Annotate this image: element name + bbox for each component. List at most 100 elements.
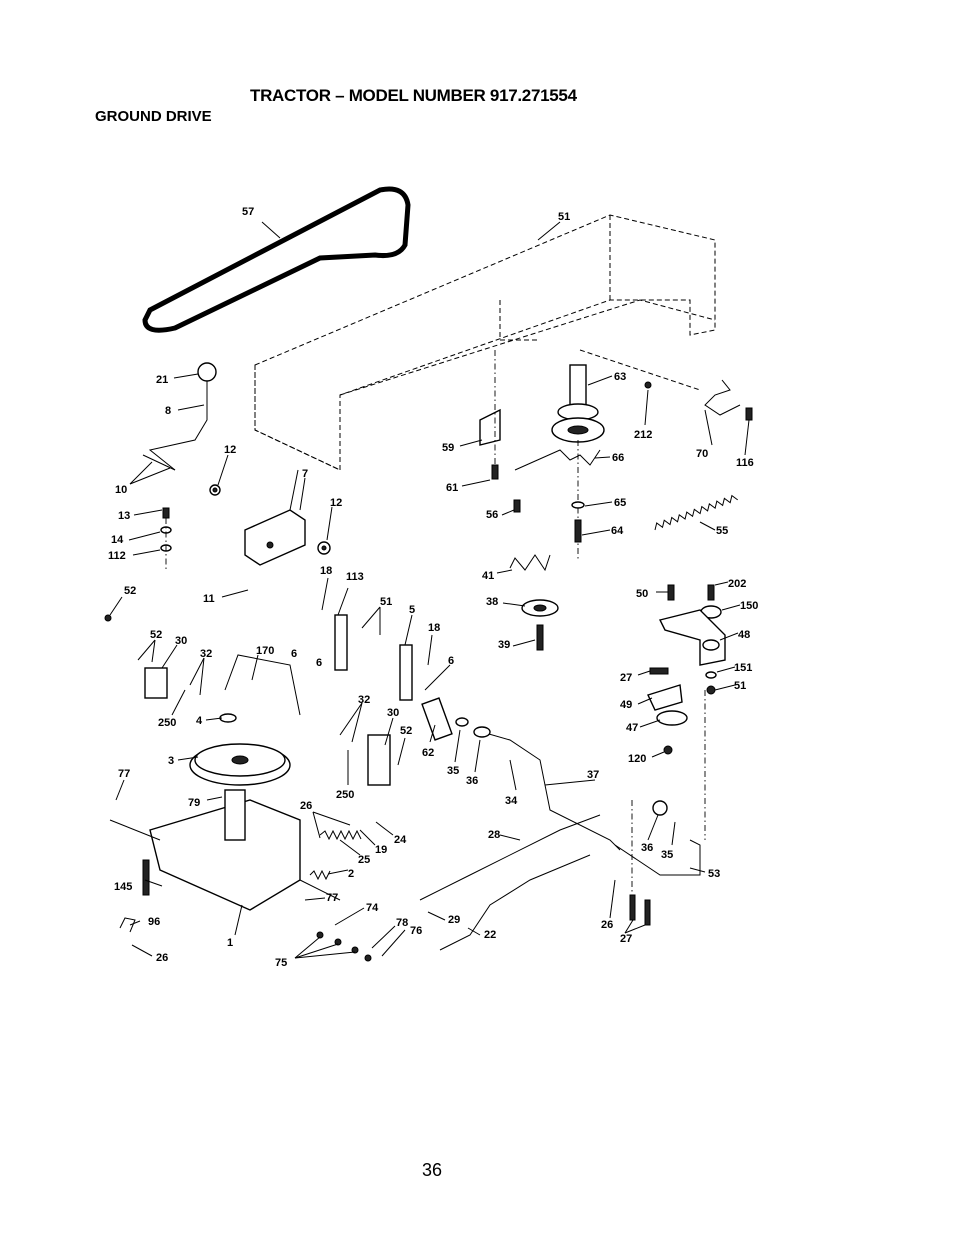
callout-50: 50 [636,588,648,600]
callout-151: 151 [734,662,752,674]
callout-2: 2 [348,868,354,880]
callout-12: 12 [224,444,236,456]
tension-spring [654,494,738,531]
callout-18b: 18 [428,622,440,634]
callout-56: 56 [486,509,498,521]
callout-38: 38 [486,596,498,608]
callout-63: 63 [614,371,626,383]
page-title: TRACTOR – MODEL NUMBER 917.271554 [250,86,577,105]
callout-36b: 36 [641,842,653,854]
callout-61: 61 [446,482,458,494]
callout-116: 116 [736,457,754,469]
section-title: GROUND DRIVE [95,108,212,125]
callout-6b: 6 [291,648,297,660]
callout-76: 76 [410,925,422,937]
callout-70: 70 [696,448,708,460]
callout-59: 59 [442,442,454,454]
callout-11: 11 [203,593,215,605]
callout-66: 66 [612,452,624,464]
callout-5: 5 [409,604,415,616]
callout-145: 145 [114,881,132,893]
callout-55: 55 [716,525,728,537]
shift-lever [142,362,217,471]
callout-22: 22 [484,929,496,941]
callout-77: 77 [118,768,130,780]
callout-74: 74 [366,902,379,914]
callout-26c: 26 [601,919,613,931]
callout-77b: 77 [326,892,338,904]
leader-lines [109,221,750,959]
callout-10: 10 [115,484,127,496]
callout-150: 150 [740,600,758,612]
callout-120: 120 [628,753,646,765]
callout-labels: 57 51 21 8 12 7 10 13 14 112 12 59 61 56… [108,206,758,969]
callout-53: 53 [708,868,720,880]
callout-36: 36 [466,775,478,787]
callout-64: 64 [611,525,624,537]
transaxle-pulley [189,743,291,786]
callout-30b: 30 [387,707,399,719]
tractor-frame [254,214,716,471]
callout-202: 202 [728,578,746,590]
callout-29: 29 [448,914,460,926]
callout-170: 170 [256,645,274,657]
callout-8: 8 [165,405,171,417]
callout-41: 41 [482,570,494,582]
callout-25: 25 [358,854,370,866]
callout-65: 65 [614,497,626,509]
callout-13: 13 [118,510,130,522]
spring [319,829,362,841]
callout-27b: 27 [620,933,632,945]
callout-212: 212 [634,429,652,441]
callout-51b: 51 [380,596,392,608]
callout-21: 21 [156,374,168,386]
callout-62: 62 [422,747,434,759]
callout-52b: 52 [150,629,162,641]
drive-belt [142,186,411,333]
callout-37: 37 [587,769,599,781]
callout-39: 39 [498,639,510,651]
callout-51: 51 [558,211,570,223]
callout-28: 28 [488,829,500,841]
callout-75: 75 [275,957,287,969]
callout-78: 78 [396,917,408,929]
callout-48: 48 [738,629,750,641]
callout-27: 27 [620,672,632,684]
callout-32: 32 [200,648,212,660]
callout-250b: 250 [336,789,354,801]
callout-112: 112 [108,550,126,562]
callout-52: 52 [124,585,136,597]
callout-3: 3 [168,755,174,767]
callout-26b: 26 [156,952,168,964]
callout-35: 35 [447,765,459,777]
callout-30: 30 [175,635,187,647]
callout-79: 79 [188,797,200,809]
callout-1: 1 [227,937,233,949]
callout-96: 96 [148,916,160,928]
transaxle [109,789,341,911]
lever-bracket [244,469,306,566]
callout-19: 19 [375,844,387,856]
callout-113: 113 [346,571,364,583]
callout-4: 4 [196,715,203,727]
callout-18: 18 [320,565,332,577]
callout-6a: 6 [448,655,454,667]
callout-32b: 32 [358,694,370,706]
callout-6c: 6 [316,657,322,669]
callout-250: 250 [158,717,176,729]
callout-49: 49 [620,699,632,711]
callout-34: 34 [505,795,518,807]
callout-51c: 51 [734,680,746,692]
callout-26: 26 [300,800,312,812]
callout-24: 24 [394,834,407,846]
callout-57: 57 [242,206,254,218]
callout-52c: 52 [400,725,412,737]
callout-7: 7 [302,468,308,480]
idler-pulley-stack [551,364,605,443]
callout-47: 47 [626,722,638,734]
callout-14: 14 [111,534,124,546]
page-number: 36 [422,1160,443,1180]
callout-12b: 12 [330,497,342,509]
callout-35b: 35 [661,849,673,861]
